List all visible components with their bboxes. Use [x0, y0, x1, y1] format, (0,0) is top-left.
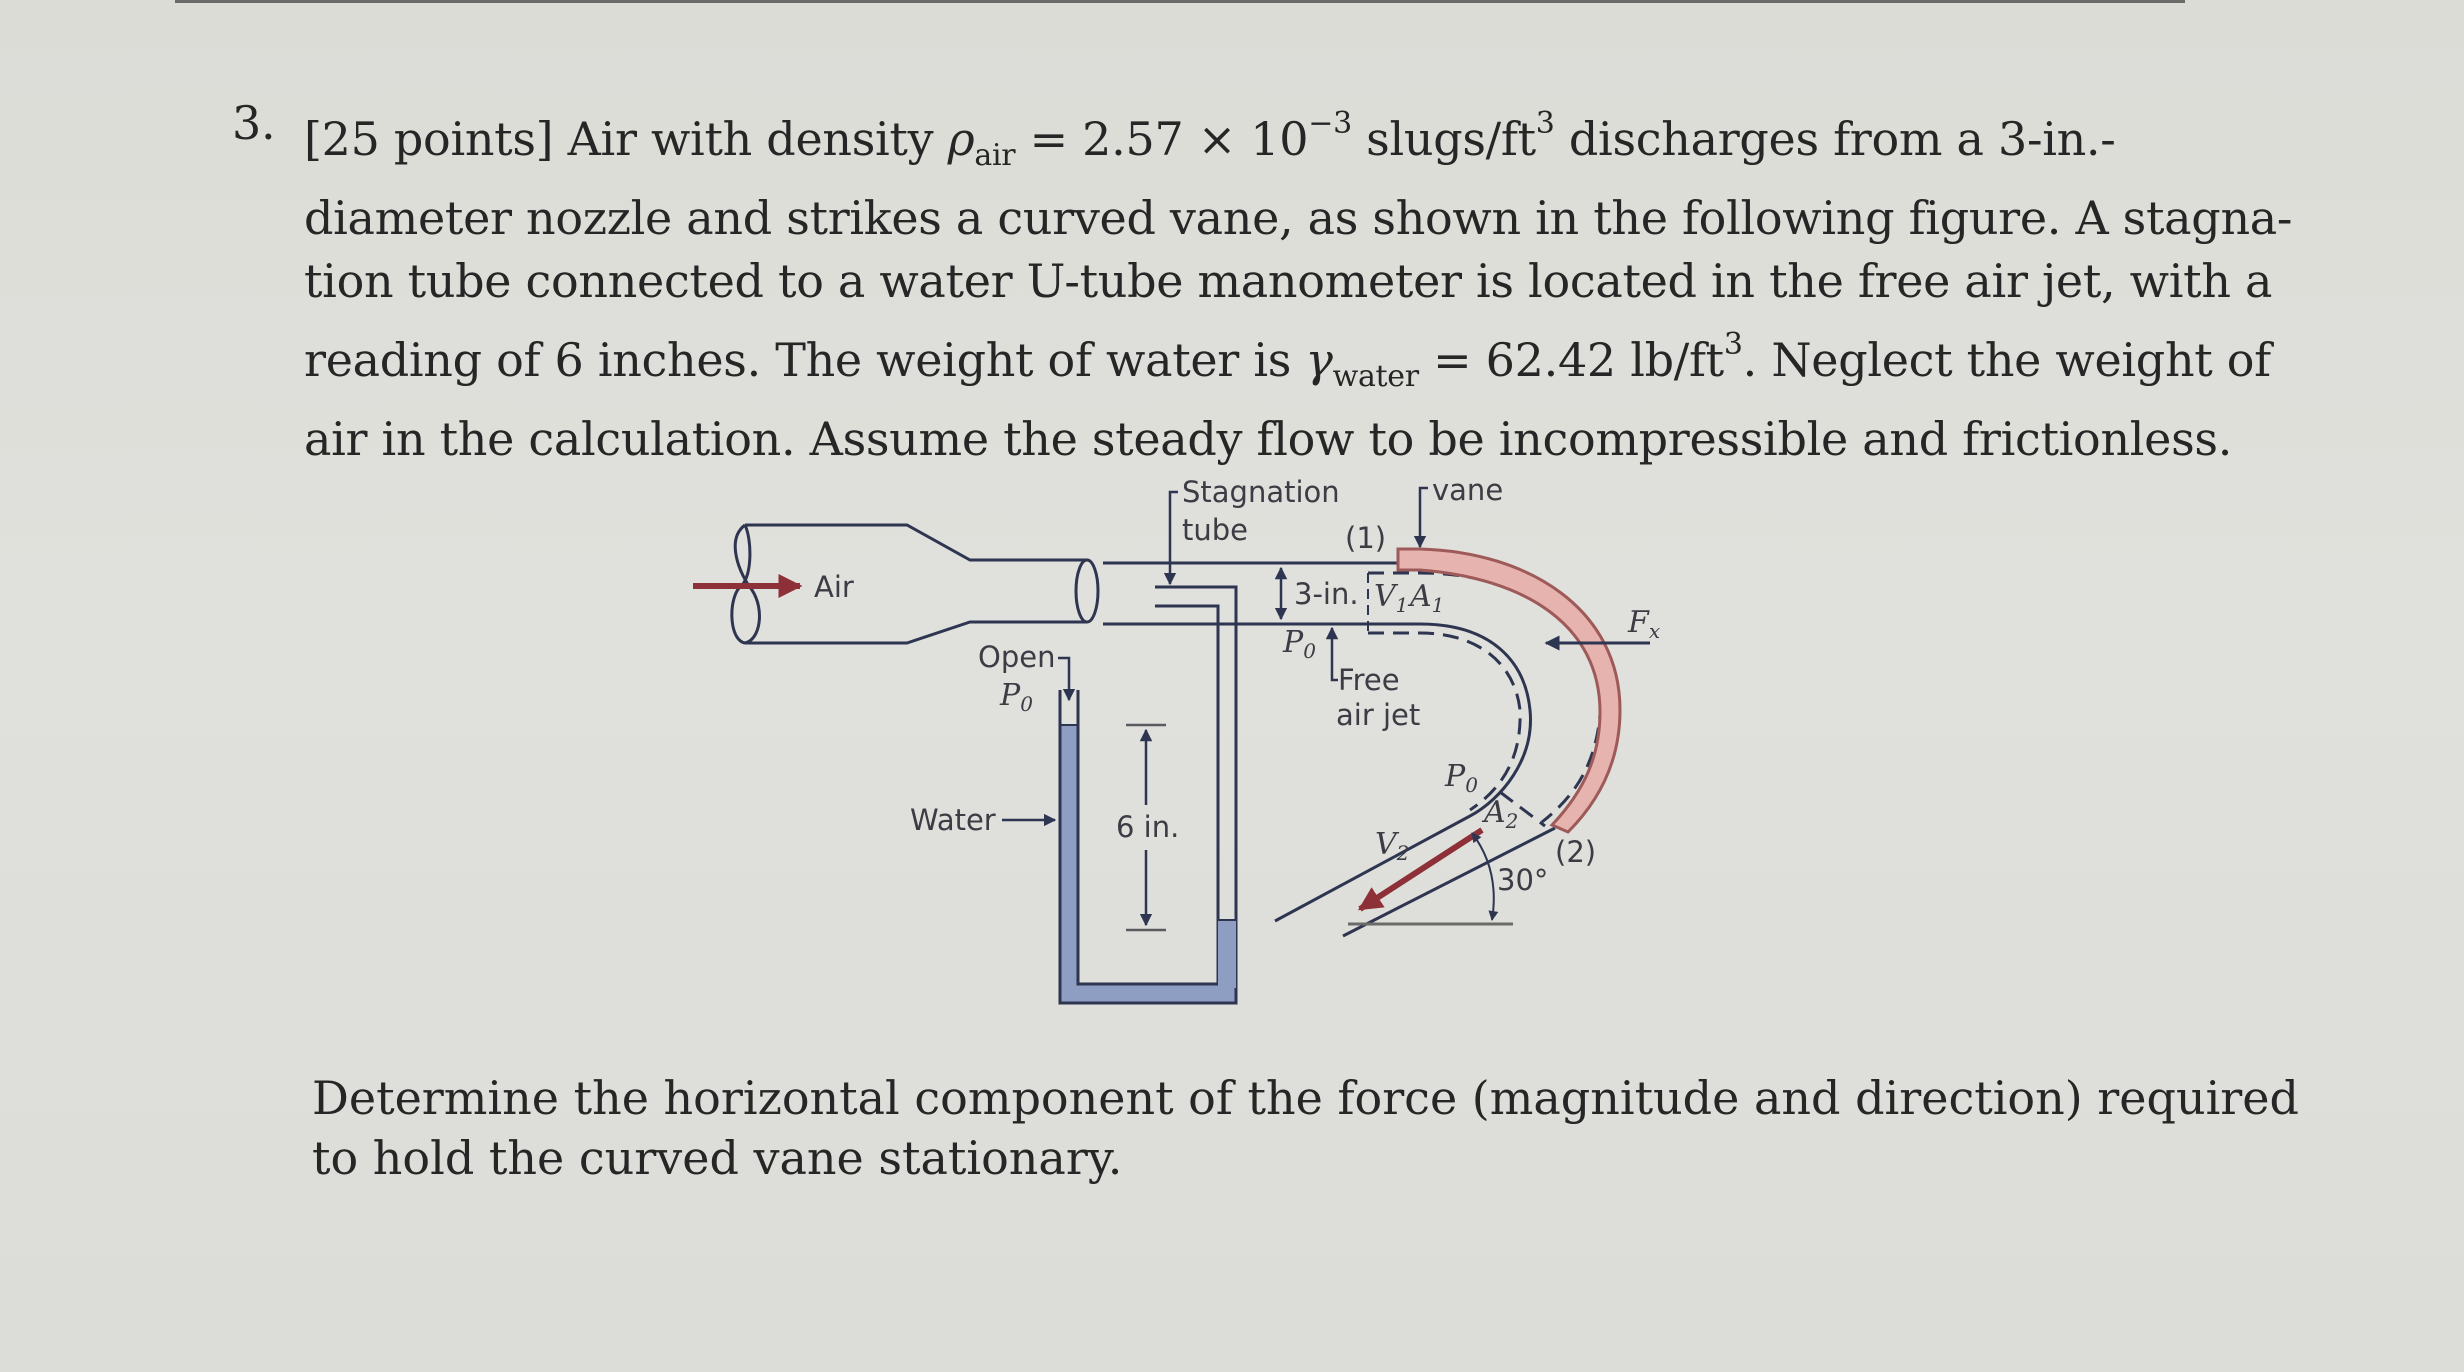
a1-label: A1 — [1407, 579, 1444, 617]
curved-vane — [1396, 547, 1622, 834]
fx-label: Fx — [1627, 605, 1660, 643]
angle-label: 30° — [1497, 863, 1548, 897]
v2-label: V2 — [1375, 827, 1409, 865]
height-label: 6 in. — [1116, 810, 1179, 844]
height-dimension — [1126, 723, 1166, 932]
open-label: Open — [978, 640, 1055, 674]
problem-line-3: tion tube connected to a water U-tube ma… — [304, 254, 2273, 308]
v2-arrow-icon — [1357, 827, 1484, 912]
problem-statement: 3. [25 points] Air with density ρair = 2… — [232, 92, 2293, 471]
stagnation-label-2: tube — [1182, 513, 1248, 547]
diameter-label: 3-in. — [1294, 577, 1359, 611]
p0-exit-label: P0 — [1444, 759, 1478, 797]
v1-label: V1 — [1374, 579, 1408, 617]
water-label: Water — [910, 803, 996, 837]
stagnation-arrow-icon — [1163, 490, 1178, 586]
question-line-2: to hold the curved vane stationary. — [312, 1131, 1123, 1185]
a2-label: A2 — [1481, 795, 1518, 833]
section-1-label: (1) — [1345, 521, 1386, 555]
problem-line-4: reading of 6 inches. The weight of water… — [304, 327, 2271, 394]
air-label: Air — [814, 570, 854, 604]
u-tube-manometer — [1058, 690, 1238, 1005]
stagnation-tube — [1155, 585, 1238, 988]
vane-arrow-icon — [1413, 486, 1428, 549]
free-jet-label-1: Free — [1338, 663, 1400, 697]
free-air-jet — [1103, 561, 1556, 938]
p0-jet-label: P0 — [1282, 625, 1316, 663]
stagnation-label-1: Stagnation — [1182, 475, 1340, 509]
angle-arc-icon — [1471, 832, 1499, 921]
problem-line-5: air in the calculation. Assume the stead… — [304, 412, 2233, 466]
problem-line-1: [25 points] Air with density ρair = 2.57… — [304, 106, 2116, 173]
open-p0-label: P0 — [999, 678, 1033, 716]
question: Determine the horizontal component of th… — [312, 1068, 2299, 1188]
section-2-label: (2) — [1555, 835, 1596, 869]
problem-number: 3. — [232, 96, 276, 150]
vane-label: vane — [1432, 473, 1503, 507]
p0-jet-arrow-icon — [1325, 626, 1339, 682]
problem-line-2: diameter nozzle and strikes a curved van… — [304, 191, 2293, 245]
open-arrow-icon — [1058, 656, 1076, 702]
top-rule — [175, 0, 2185, 3]
free-jet-label-2: air jet — [1336, 698, 1420, 732]
question-line-1: Determine the horizontal component of th… — [312, 1071, 2299, 1125]
nozzle — [730, 523, 1100, 645]
